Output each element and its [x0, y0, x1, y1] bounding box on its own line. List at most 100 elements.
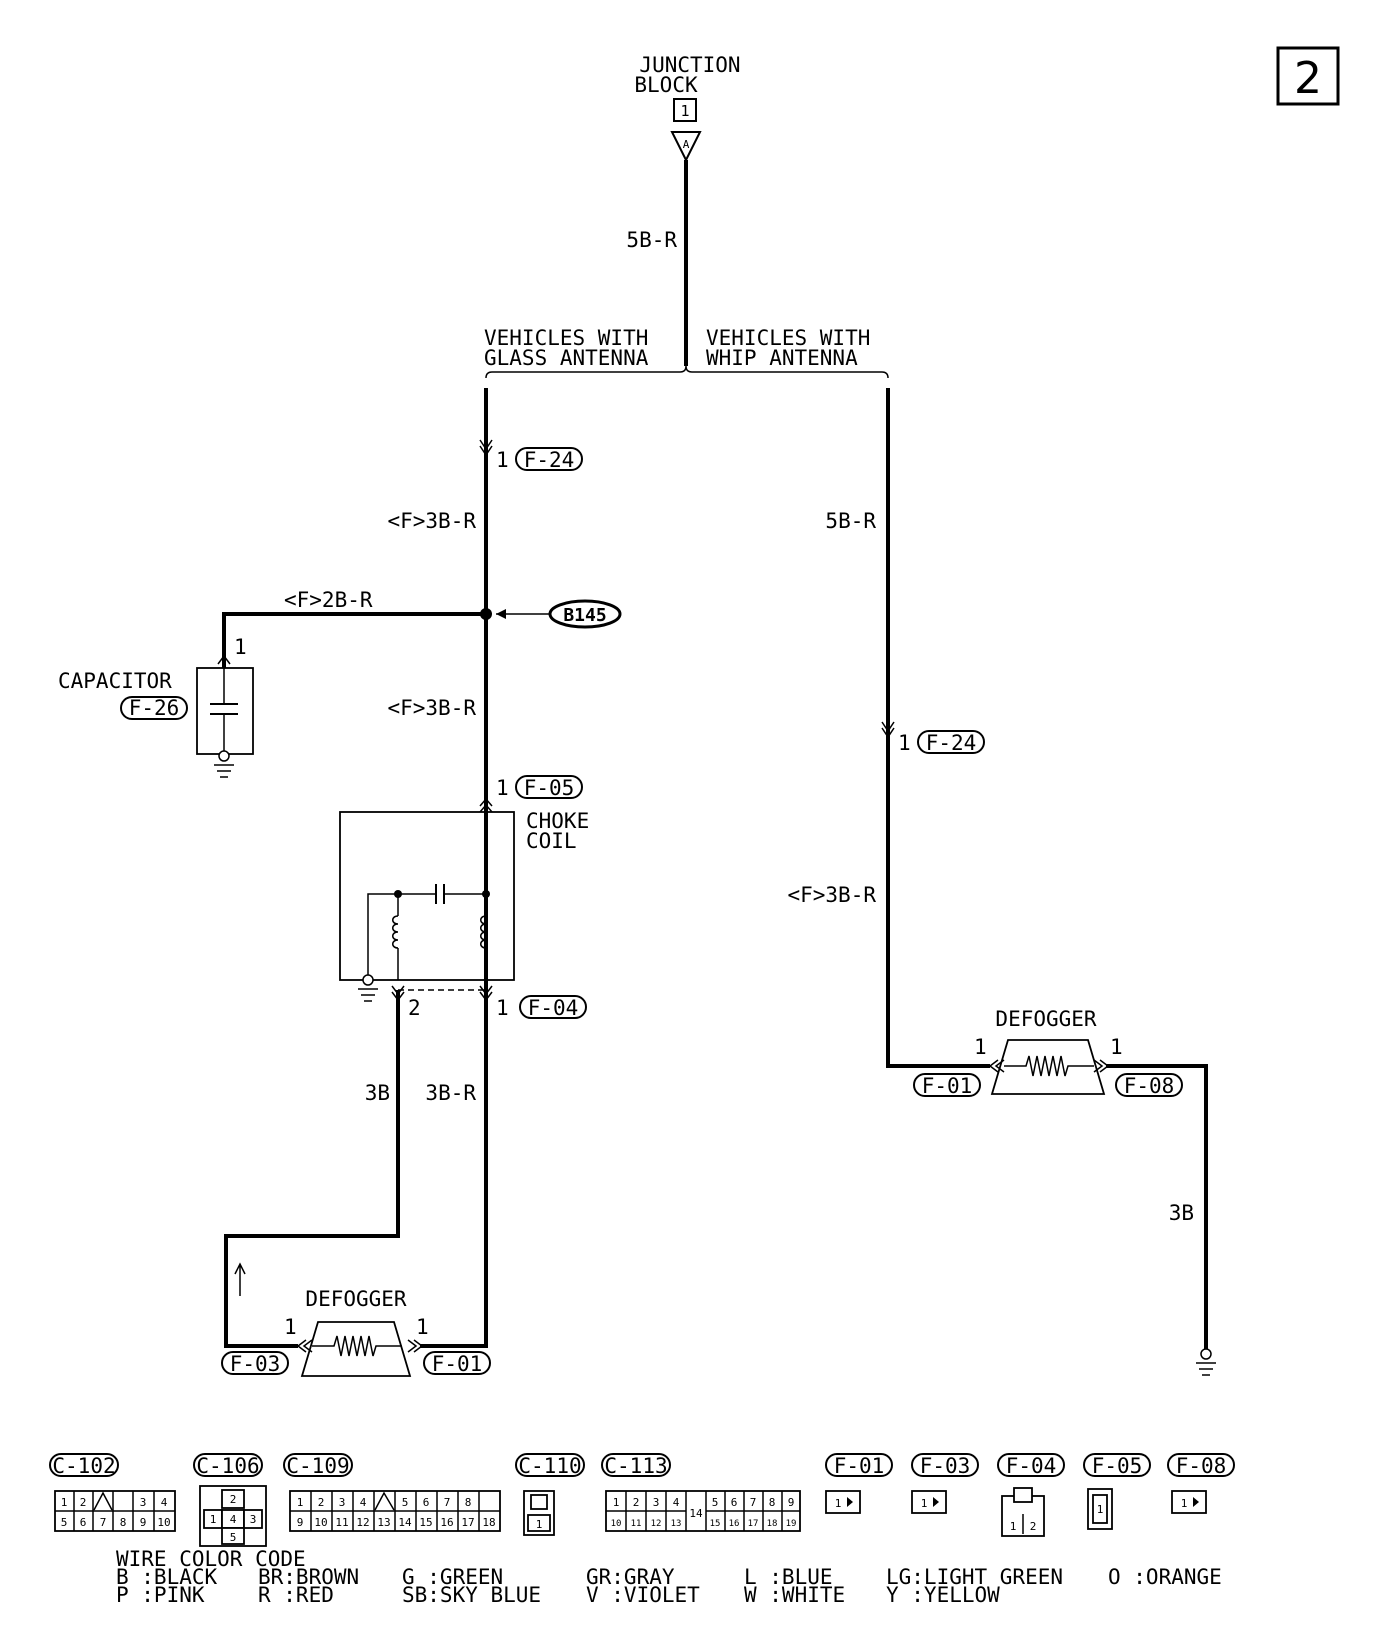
legend-f04: F-04	[1006, 1454, 1057, 1478]
junction-block-title: JUNCTION	[639, 53, 740, 77]
svg-text:4: 4	[673, 1496, 680, 1509]
legend-c109: C-109	[286, 1454, 349, 1478]
svg-text:5: 5	[402, 1496, 409, 1509]
splice-label: B145	[563, 605, 606, 626]
svg-text:3: 3	[339, 1496, 346, 1509]
svg-text:9: 9	[297, 1516, 304, 1529]
connector-f04-box	[519, 995, 587, 1019]
choke-left-loop	[367, 893, 398, 978]
choke-label2: COIL	[526, 829, 577, 853]
wire-color-b: B :BLACK	[116, 1565, 218, 1589]
svg-text:1: 1	[613, 1496, 620, 1509]
wire-color-sb: SB:SKY BLUE	[402, 1583, 541, 1607]
wire-color-y: Y :YELLOW	[886, 1583, 1000, 1607]
wire-glass-upper-label: <F>3B-R	[387, 509, 476, 533]
capacitor-ground-point	[218, 750, 230, 762]
svg-text:2: 2	[1030, 1520, 1037, 1533]
wire-left-ground-label: 3B	[365, 1081, 390, 1105]
svg-text:1: 1	[1181, 1497, 1188, 1510]
wire-color-gr: GR:GRAY	[586, 1565, 675, 1589]
connector-f26: F-26	[129, 696, 180, 720]
svg-text:1: 1	[297, 1496, 304, 1509]
connector-f24-whip-box	[917, 730, 985, 754]
capacitor-arrow-icon	[217, 654, 231, 665]
svg-text:5: 5	[712, 1496, 719, 1509]
svg-text:17: 17	[748, 1519, 759, 1529]
svg-text:6: 6	[423, 1496, 430, 1509]
svg-text:3: 3	[140, 1496, 147, 1509]
splice-arrow-icon	[496, 609, 506, 619]
wire-whip-main	[886, 388, 990, 1068]
junction-block-num-box	[673, 98, 697, 122]
defogger-right-body	[990, 1039, 1106, 1095]
svg-text:1: 1	[835, 1497, 842, 1510]
connector-f03-left: F-03	[230, 1352, 281, 1376]
connector-face-f04: 1 2	[1001, 1487, 1045, 1537]
right-ground-point	[1200, 1348, 1212, 1360]
defogger-left-element-icon	[312, 1335, 402, 1357]
branch-brace	[485, 365, 889, 379]
legend-f01: F-01	[834, 1454, 885, 1478]
wire-color-g: G :GREEN	[402, 1565, 503, 1589]
wire-top-label: 5B-R	[626, 228, 677, 252]
connector-face-f03: 1	[911, 1490, 947, 1514]
wire-color-br: BR:BROWN	[258, 1565, 359, 1589]
wire-color-w: W :WHITE	[744, 1583, 845, 1607]
pin-defl-right: 1	[416, 1315, 429, 1339]
wire-cap-branch	[222, 612, 486, 668]
connector-f08-box	[1115, 1073, 1183, 1097]
wire-color-lg: LG:LIGHT GREEN	[886, 1565, 1063, 1589]
connector-f24-whip: F-24	[926, 731, 977, 755]
connector-f26-box	[120, 696, 188, 720]
svg-text:11: 11	[631, 1519, 642, 1529]
connector-f01-left-box	[423, 1351, 491, 1375]
wire-color-l: L :BLUE	[744, 1565, 833, 1589]
svg-text:14: 14	[689, 1507, 703, 1520]
svg-text:3: 3	[250, 1513, 257, 1526]
junction-block-title2: BLOCK	[634, 73, 698, 97]
branch-whip-label2: WHIP ANTENNA	[706, 346, 858, 370]
arrow-defl-right-icon	[407, 1339, 424, 1353]
defogger-left-label: DEFOGGER	[305, 1287, 407, 1311]
connector-f08: F-08	[1124, 1074, 1175, 1098]
svg-text:5: 5	[230, 1531, 237, 1544]
connector-f04: F-04	[528, 996, 579, 1020]
pin-f24-whip: 1	[898, 731, 911, 755]
svg-text:1: 1	[1097, 1503, 1104, 1516]
svg-text:2: 2	[633, 1496, 640, 1509]
connector-f24-glass: F-24	[524, 448, 575, 472]
svg-text:15: 15	[710, 1519, 721, 1529]
svg-text:18: 18	[767, 1519, 778, 1529]
pin-defl-left: 1	[284, 1315, 297, 1339]
pin-f04-1: 1	[496, 996, 509, 1020]
svg-text:3: 3	[653, 1496, 660, 1509]
svg-text:10: 10	[157, 1516, 170, 1529]
connector-f01-left: F-01	[432, 1352, 483, 1376]
connector-face-c109: 1 2 3 4 5 6 7 8 9 10 11 12 13 14 15 16 1…	[289, 1490, 501, 1532]
right-ground-icon	[1196, 1362, 1216, 1376]
svg-text:7: 7	[750, 1496, 757, 1509]
svg-text:8: 8	[120, 1516, 127, 1529]
connector-f24-glass-box	[515, 447, 583, 471]
legend-connectors: C-102 C-106 C-109 C-110 C-113 F-01 F-03 …	[49, 1453, 1235, 1478]
svg-text:16: 16	[729, 1519, 740, 1529]
svg-text:6: 6	[80, 1516, 87, 1529]
choke-inductor-left-icon	[392, 915, 399, 949]
legend-f03: F-03	[920, 1454, 971, 1478]
svg-text:7: 7	[100, 1516, 107, 1529]
wire-color-r: R :RED	[258, 1583, 334, 1607]
choke-ground-icon	[358, 988, 378, 1002]
junction-block-pin: A	[683, 138, 690, 151]
svg-text:13: 13	[671, 1519, 682, 1529]
svg-text:4: 4	[161, 1496, 168, 1509]
capacitor-ground-icon	[214, 764, 234, 778]
pin-f24-glass: 1	[496, 448, 509, 472]
svg-text:13: 13	[377, 1516, 390, 1529]
svg-text:1: 1	[61, 1496, 68, 1509]
svg-text:17: 17	[461, 1516, 474, 1529]
flow-arrow-icon	[234, 1262, 246, 1296]
svg-text:2: 2	[80, 1496, 87, 1509]
svg-text:14: 14	[398, 1516, 412, 1529]
svg-text:7: 7	[444, 1496, 451, 1509]
